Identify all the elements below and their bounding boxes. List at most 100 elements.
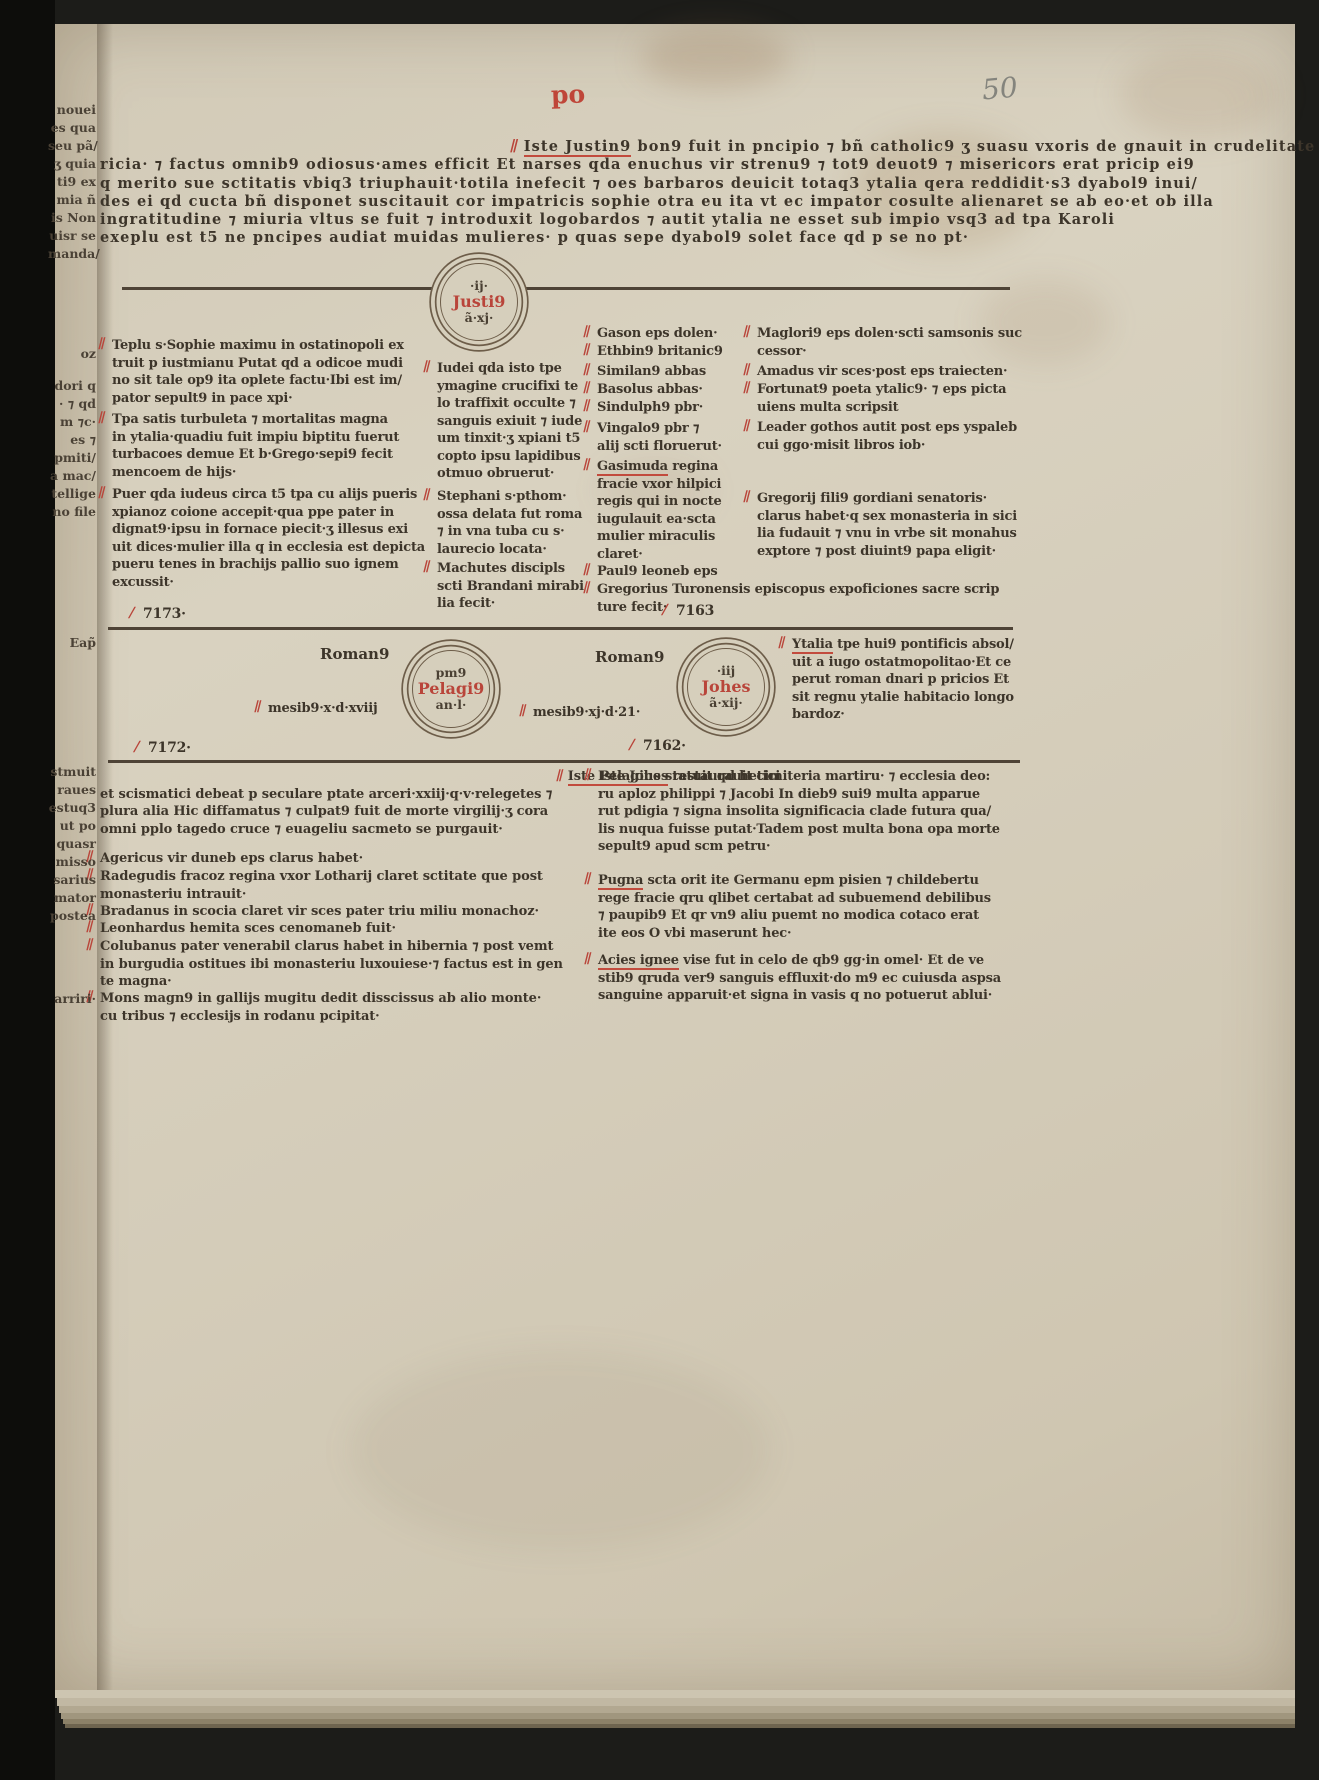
timeline-rule — [108, 760, 1020, 763]
entry-text: Bradanus in scocia claret vir sces pater… — [100, 904, 539, 919]
chronicle-entry: ∥Iudei qda isto tpe ymagine crucifixi te… — [421, 360, 587, 483]
rubricated-lead: Iste Justin9 — [523, 138, 632, 157]
quire-signature-red: po — [550, 79, 586, 110]
chronicle-entry: ∥Gregorius Turonensis episcopus expofici… — [581, 581, 1037, 616]
chronicle-entry: ∥Amadus vir sces·post eps traiecten· — [741, 363, 1022, 381]
chronicle-entry: ∥Mons magn9 in gallijs mugitu dedit diss… — [84, 990, 580, 1025]
entry-text: Sindulph9 pbr· — [597, 400, 704, 415]
chronicle-entry: ∥Acies ignee vise fut in celo de qb9 gg·… — [582, 952, 1058, 1005]
chronicle-entry: ∥Maglori9 eps dolen·scti samsonis suc ce… — [741, 325, 1022, 360]
chronicle-entry: ∥Ethbin9 britanic9 — [581, 343, 747, 361]
chronicle-entry: ∥Colubanus pater venerabil clarus habet … — [84, 938, 580, 991]
timeline-rule — [122, 287, 1010, 290]
era-number: /7162· — [627, 737, 686, 756]
gutter-shadow — [97, 24, 113, 1692]
stain — [600, 460, 710, 520]
entry-text: Machutes discipls scti Brandani mirabi l… — [437, 561, 584, 611]
entry-text: Teplu s·Sophie maximu in ostatinopoli ex… — [112, 338, 404, 406]
entry-text: Stephani s·pthom· ossa delata fut roma ⁊… — [437, 489, 583, 557]
page-edge — [63, 1719, 1295, 1724]
roundel-years: ã·xij· — [709, 694, 743, 710]
page-edge — [65, 1724, 1295, 1728]
previous-page-sliver — [55, 24, 97, 1692]
entry-text: Mons magn9 in gallijs mugitu dedit dissc… — [100, 991, 542, 1024]
margin-fragment: postea — [50, 908, 96, 923]
entry-text: Vingalo9 pbr ⁊ alij scti floruerut· — [597, 421, 722, 454]
margin-fragment: es qua — [50, 120, 96, 135]
chronicle-entry: ∥Tpa satis turbuleta ⁊ mortalitas magna … — [96, 411, 432, 481]
entry-text: restaurauit cimiteria martiru· ⁊ ecclesi… — [598, 769, 1000, 854]
chronicle-entry: ∥Similan9 abbas — [581, 363, 747, 381]
chronicle-entry: ∥Agericus vir duneb eps clarus habet· — [84, 850, 580, 868]
rubricated-lead: Acies ignee — [598, 953, 679, 970]
margin-fragment: estuq3 — [48, 800, 96, 815]
page-edge — [59, 1706, 1295, 1713]
stain — [980, 280, 1110, 365]
folio-number-pencil: 50 — [980, 70, 1020, 107]
era-number: /7163 — [660, 602, 715, 621]
margin-fragment: m ⁊c· — [60, 414, 96, 429]
era-number: /7173· — [127, 605, 186, 624]
chronicle-entry: ∥Fortunat9 poeta ytalic9· ⁊ eps picta ui… — [741, 381, 1022, 416]
rubric-mark: ∥ — [508, 138, 522, 155]
stain — [350, 1350, 770, 1550]
italy-note: ∥Ytalia tpe hui9 pontificis absol/ uit a… — [776, 636, 1042, 724]
rubricated-lead: Iste Johes — [598, 769, 669, 786]
chronicle-entry: ∥Teplu s·Sophie maximu in ostatinopoli e… — [96, 337, 432, 407]
roundel-name: Johes — [701, 677, 751, 697]
chronicle-entry: ∥Sindulph9 pbr· — [581, 399, 747, 417]
chronicle-entry: ∥Vingalo9 pbr ⁊ alij scti floruerut· — [581, 420, 747, 455]
era-number-value: 7173· — [143, 606, 186, 622]
chronicle-entry: ∥Machutes discipls scti Brandani mirabi … — [421, 560, 587, 613]
chronicle-entry: ∥Leonhardus hemita sces cenomaneb fuit· — [84, 920, 580, 938]
rubric-mark: ∥ — [554, 769, 565, 784]
chronicle-entry: ∥Gason eps dolen· — [581, 325, 747, 343]
chronicle-entry: ∥Stephani s·pthom· ossa delata fut roma … — [421, 488, 587, 558]
romanus-label-left: Roman9 — [320, 645, 390, 663]
page-edge — [61, 1713, 1295, 1719]
entry-text: Ethbin9 britanic9 — [597, 344, 723, 359]
page-edge — [55, 1690, 1295, 1698]
entry-text: Maglori9 eps dolen·scti samsonis suc ces… — [757, 326, 1022, 359]
margin-fragment: es ⁊ — [70, 432, 96, 447]
rubric-mark: ∥ — [1119, 211, 1319, 229]
margin-fragment: manda/ — [48, 246, 100, 261]
margin-fragment: tellige — [51, 486, 96, 501]
entry-text: Basolus abbas· — [597, 382, 703, 397]
entry-text: Amadus vir sces·post eps traiecten· — [757, 364, 1008, 379]
margin-fragment: a mac/ — [50, 468, 96, 483]
entry-text: regina fracie vxor hilpici regis qui in … — [597, 459, 722, 562]
roundel-name: Justi9 — [452, 292, 506, 312]
romanus-label-right: Roman9 — [595, 648, 665, 666]
entry-text: Puer qda iudeus circa t5 tpa cu alijs pu… — [112, 487, 425, 590]
margin-fragment: pmiti/ — [54, 450, 96, 465]
rubricated-lead: Ytalia — [792, 637, 833, 654]
chronicle-entry: ∥Leader gothos autit post eps yspaleb cu… — [741, 419, 1022, 454]
chronicle-entry: ∥Pugna scta orit ite Germanu epm pisien … — [582, 872, 1058, 942]
margin-fragment: Eap̃ — [69, 635, 96, 650]
chronicle-entry: ∥Radegudis fracoz regina vxor Lotharij c… — [84, 868, 580, 903]
entry-text: Leader gothos autit post eps yspaleb cui… — [757, 420, 1017, 453]
entry-text: vise fut in celo de qb9 gg·in omel· Et d… — [598, 953, 1001, 1003]
entry-text: exeplu est t5 ne pncipes audiat muidas m… — [100, 229, 970, 247]
entry-text: mesib9·x·d·xviij — [268, 701, 378, 716]
entry-text: Radegudis fracoz regina vxor Lotharij cl… — [100, 869, 543, 902]
margin-fragment: oz — [80, 346, 96, 361]
chronicle-entry: ∥Iste Pelagius statuit qd hetici et scis… — [100, 768, 780, 838]
entry-text: statuit qd hetici et scismatici debeat p… — [100, 769, 781, 837]
chronicle-entry: ∥Bradanus in scocia claret vir sces pate… — [84, 903, 580, 921]
margin-fragment: ʒ quia — [53, 156, 96, 171]
stain — [850, 130, 1040, 250]
parchment-page — [55, 24, 1295, 1692]
chronicle-entry: ∥Gasimuda regina fracie vxor hilpici reg… — [581, 458, 747, 563]
roundel-ordinal: ·ij· — [470, 278, 488, 294]
margin-fragment: · ⁊ qd — [59, 396, 96, 411]
era-number-value: 7163 — [676, 603, 715, 619]
rubricated-lead: Gasimuda — [597, 459, 668, 476]
chronicle-entry: ∥Puer qda iudeus circa t5 tpa cu alijs p… — [96, 486, 432, 591]
chronicle-entry: ∥Basolus abbas· — [581, 381, 747, 399]
entry-text: Leonhardus hemita sces cenomaneb fuit· — [100, 921, 396, 936]
